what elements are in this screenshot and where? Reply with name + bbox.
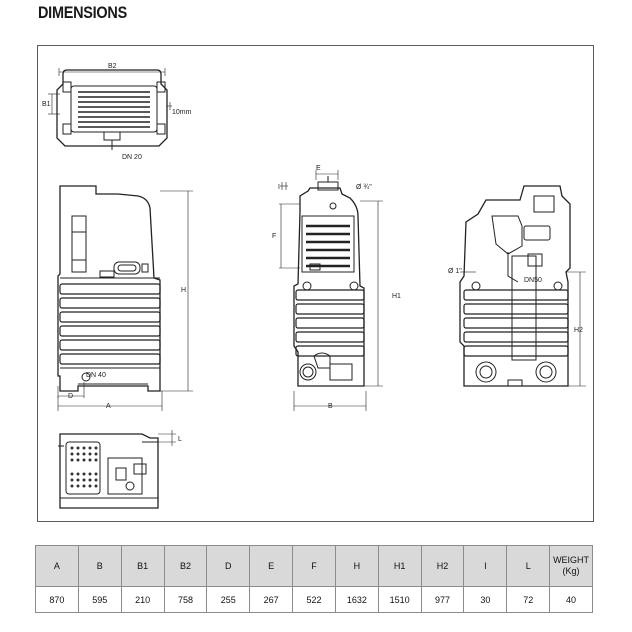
cell-h: 1632 [334,586,379,613]
label-a: A [106,403,111,410]
col-header-f: F [292,545,336,587]
label-f: F [272,233,276,240]
cell-e: 267 [249,586,294,613]
cell-f: 522 [292,586,336,613]
col-header-h1: H1 [377,545,422,587]
label-thread-three-quarter: Ø ¾" [356,184,372,191]
label-10mm: 10mm [172,109,192,116]
col-header-h: H [334,545,379,587]
label-b1: B1 [42,101,51,108]
col-header-b2: B2 [163,545,208,587]
col-header-a: A [35,545,79,587]
cell-weight: 40 [549,586,593,613]
label-dn40: DN 40 [86,372,106,379]
col-header-weight: WEIGHT (Kg) [549,545,593,587]
col-header-e: E [249,545,294,587]
label-dn50: DN50 [524,277,542,284]
col-header-b1: B1 [120,545,165,587]
cell-d: 255 [206,586,251,613]
cell-l: 72 [506,586,551,613]
col-header-b: B [77,545,122,587]
col-header-h2: H2 [420,545,465,587]
label-h: H [181,287,186,294]
label-l: L [178,436,182,443]
col-header-i: I [463,545,508,587]
dimension-drawing: B2 B1 10mm DN 20 H DN 40 D A E I Ø ¾" F … [42,63,586,509]
rear-view [459,185,586,387]
table-row: 870 595 210 758 255 267 522 1632 1510 97… [35,586,593,613]
label-e: E [316,165,321,172]
label-d: D [68,393,73,400]
cell-h2: 977 [420,586,465,613]
cell-b: 595 [77,586,122,613]
cell-i: 30 [463,586,508,613]
cell-b1: 210 [120,586,165,613]
cell-a: 870 [35,586,79,613]
cell-b2: 758 [163,586,208,613]
plan-view [58,430,176,509]
cell-h1: 1510 [377,586,422,613]
table-header-row: A B B1 B2 D E F H H1 H2 I L WEIGHT (Kg) [35,545,593,587]
col-header-d: D [206,545,251,587]
label-b: B [328,403,333,410]
dimensions-table: A B B1 B2 D E F H H1 H2 I L WEIGHT (Kg) … [35,545,593,613]
front-view [57,185,193,411]
label-thread-one-inch: Ø 1" [448,268,462,275]
drawing-frame: B2 B1 10mm DN 20 H DN 40 D A E I Ø ¾" F … [37,45,594,522]
label-h1: H1 [392,293,401,300]
side-view [279,170,383,411]
label-dn20: DN 20 [122,154,142,161]
col-header-l: L [506,545,551,587]
top-view [48,68,172,150]
page-title: DIMENSIONS [38,3,127,22]
label-b2: B2 [108,63,117,70]
label-i: I [278,184,280,191]
label-h2: H2 [574,327,583,334]
